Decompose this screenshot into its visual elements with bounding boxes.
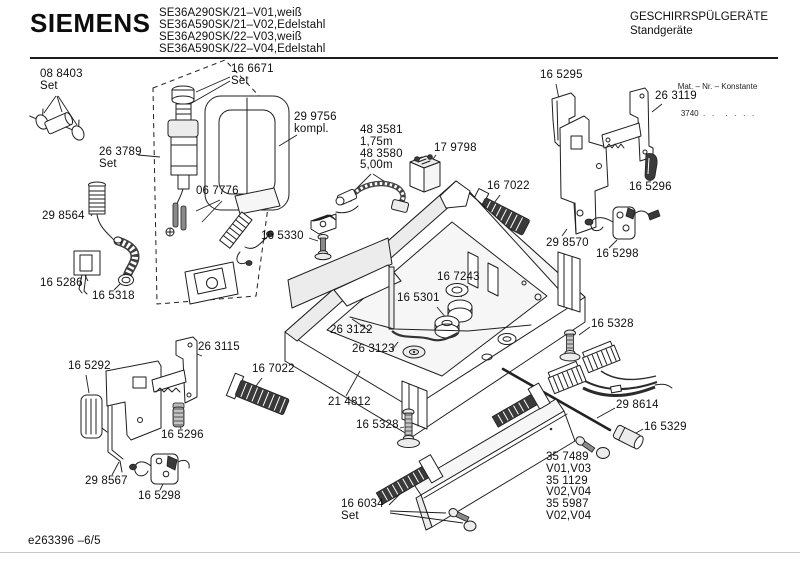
wiring-harness — [547, 340, 673, 397]
category-title: GESCHIRRSPÜLGERÄTE — [630, 11, 769, 23]
footer-divider — [0, 552, 800, 553]
cap-165329 — [612, 424, 644, 450]
document-number: e263396 –6/5 — [28, 535, 101, 547]
model-line: SE36A590SK/22–V04,Edelstahl — [159, 43, 326, 55]
transformer-179798 — [409, 154, 441, 193]
header-divider — [30, 57, 778, 59]
pad-165292 — [80, 374, 108, 439]
screw-165328-bottom — [397, 408, 420, 448]
inlet-spring-298564 — [88, 181, 115, 241]
model-list: SE36A290SK/21–V01,weiß SE36A590SK/21–V02… — [159, 7, 325, 55]
drain-hose-483581 — [312, 173, 410, 222]
wire-263123 — [391, 330, 459, 359]
latch-165298-left — [129, 453, 190, 491]
category-subtitle: Standgeräte — [630, 24, 693, 37]
rail-bracket-166034 — [375, 454, 464, 524]
base-pan-214812 — [284, 180, 586, 438]
rod-263122 — [349, 316, 532, 332]
bracket-165286 — [73, 250, 101, 295]
category-block: GESCHIRRSPÜLGERÄTE Standgeräte — [630, 11, 768, 38]
mounting-plate-left — [105, 360, 162, 473]
screw-165328-right — [559, 326, 591, 362]
rail-bracket-upper — [491, 382, 551, 428]
screw-165330 — [308, 214, 337, 261]
leader-29-9756 — [278, 134, 298, 147]
brand-logo: SIEMENS — [30, 8, 151, 38]
bracket-263119 — [601, 87, 663, 162]
latch-165298-right — [584, 206, 661, 249]
mat-nr-value: 3740 . . . . . . — [680, 109, 755, 118]
elbow-hose-165318 — [113, 236, 140, 291]
model-line: SE36A290SK/22–V03,weiß — [159, 31, 302, 43]
clip-165296-right — [644, 153, 658, 182]
model-line: SE36A590SK/21–V02,Edelstahl — [159, 19, 326, 31]
pin-165296-left — [172, 402, 185, 430]
connector-wires-067776 — [195, 199, 223, 223]
bracket-263115 — [151, 336, 203, 404]
bracket-298570 — [559, 115, 609, 237]
toe-panel-357489 — [412, 398, 610, 532]
grille-167022-left — [225, 372, 290, 415]
mat-nr-block: Mat. – Nr. – Konstante 3740 . . . . . . — [655, 64, 780, 136]
hose-clamp-set-088403 — [29, 95, 85, 141]
mat-nr-label: Mat. – Nr. – Konstante — [677, 82, 758, 91]
aquastop-valve-166671 — [165, 76, 290, 305]
leader-29-8567 — [111, 461, 120, 476]
model-line: SE36A290SK/21–V01,weiß — [159, 7, 302, 19]
